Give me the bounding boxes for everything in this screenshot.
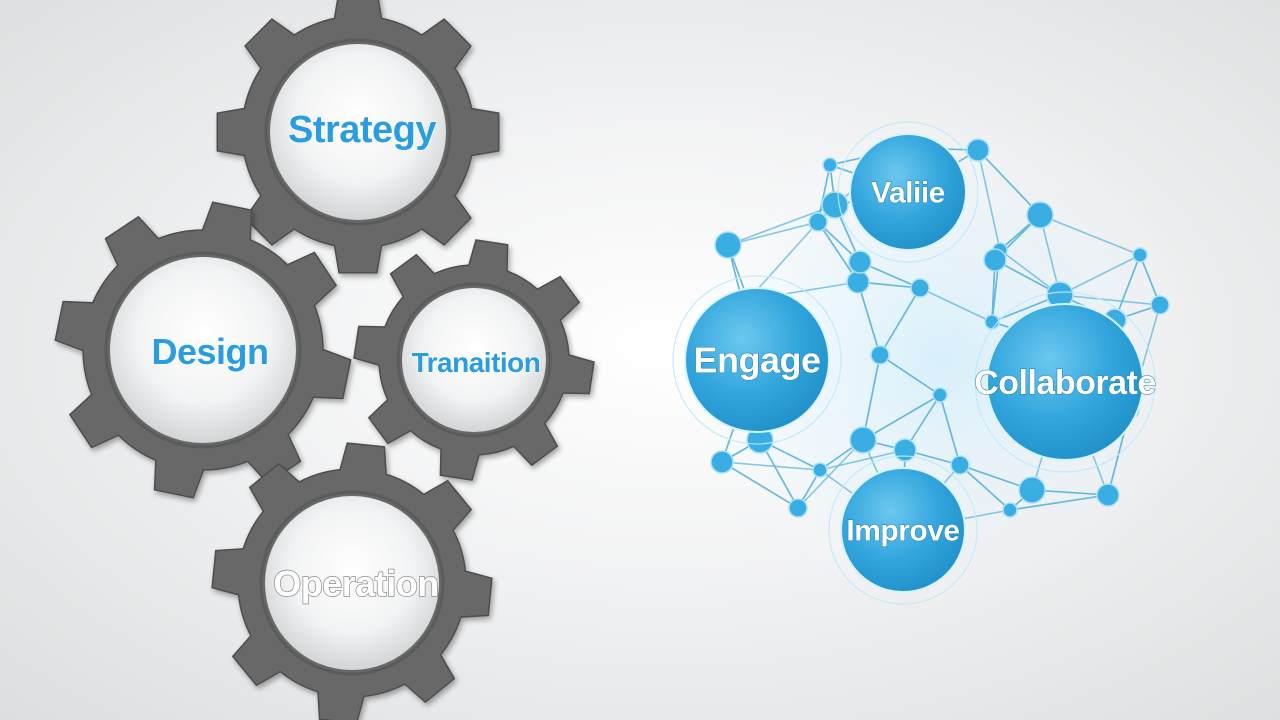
network-glow xyxy=(670,110,1210,610)
network-link xyxy=(977,149,1041,216)
bubble-circle xyxy=(849,133,967,251)
network-node xyxy=(966,138,990,162)
bubble-value: Valiie xyxy=(837,121,979,263)
gear-label-operation: Operation xyxy=(273,563,439,604)
gear-label-strategy: Strategy xyxy=(288,109,436,151)
network-link xyxy=(977,149,1001,251)
network-link xyxy=(1059,294,1161,306)
network-link xyxy=(879,287,921,356)
network-node xyxy=(1150,295,1170,315)
gear-transition xyxy=(353,239,595,481)
network-node xyxy=(893,438,917,462)
network-node xyxy=(846,270,870,294)
network-node xyxy=(932,387,948,403)
gear-hole xyxy=(270,44,446,220)
network-link xyxy=(747,221,819,301)
network-link xyxy=(1059,254,1141,296)
gear-label-design: Design xyxy=(151,331,268,372)
bubble-circle xyxy=(986,303,1144,461)
network-link xyxy=(862,394,941,441)
network-link xyxy=(862,354,881,441)
bubble-ring xyxy=(828,455,978,605)
bubble-collaborate: Collaborate xyxy=(974,291,1157,473)
network-node xyxy=(821,191,849,219)
network-node xyxy=(870,345,890,365)
network-link xyxy=(721,461,821,471)
network-link xyxy=(721,461,799,509)
bubble-improve: Improve xyxy=(828,455,978,605)
bubble-circle xyxy=(840,467,966,593)
network-node xyxy=(788,498,808,518)
network-link xyxy=(919,287,993,323)
network-link xyxy=(797,439,864,509)
gear-rim xyxy=(104,251,302,449)
bubble-label-improve: Improve xyxy=(846,515,959,548)
gear-rim xyxy=(264,38,452,226)
bubble-ring xyxy=(672,275,842,445)
bubble-ring xyxy=(974,291,1156,473)
network-node xyxy=(1002,502,1018,518)
network-link xyxy=(819,449,906,471)
network-node xyxy=(1096,483,1120,507)
gear-rim xyxy=(396,282,552,438)
gear-rim xyxy=(259,490,445,676)
network-link xyxy=(939,394,961,466)
network-node xyxy=(910,278,930,298)
gear-label-transition: Tranaition xyxy=(412,347,541,378)
network-node xyxy=(849,426,877,454)
network-node xyxy=(848,250,872,274)
network-link xyxy=(727,221,819,246)
network-node xyxy=(983,248,1007,272)
network-node xyxy=(822,157,838,173)
gear-hole xyxy=(402,288,546,432)
network-link xyxy=(1009,494,1109,511)
bubble-circle xyxy=(684,287,830,433)
network-node xyxy=(808,212,828,232)
network-node xyxy=(1026,201,1054,229)
network-node xyxy=(950,455,970,475)
network-link xyxy=(1039,214,1141,256)
bubble-ring xyxy=(837,121,979,263)
network-link xyxy=(857,281,881,356)
network-link xyxy=(727,204,836,246)
gear-operation xyxy=(211,442,493,720)
network-node xyxy=(1132,247,1148,263)
network-link xyxy=(959,464,1011,511)
gear-strategy xyxy=(216,0,500,274)
bubble-label-engage: Engage xyxy=(693,340,820,381)
network-node xyxy=(1018,476,1046,504)
bubble-label-collaborate: Collaborate xyxy=(974,364,1156,402)
bubble-engage: Engage xyxy=(672,275,842,445)
gear-hole xyxy=(265,496,439,670)
bubble-label-value: Valiie xyxy=(871,177,945,210)
network-link xyxy=(817,221,859,283)
gear-hole xyxy=(110,257,296,443)
gear-design xyxy=(54,201,352,499)
network-link xyxy=(879,354,941,396)
network-node xyxy=(710,450,734,474)
network-node xyxy=(984,314,1000,330)
network-node xyxy=(812,462,828,478)
network-node xyxy=(714,231,742,259)
